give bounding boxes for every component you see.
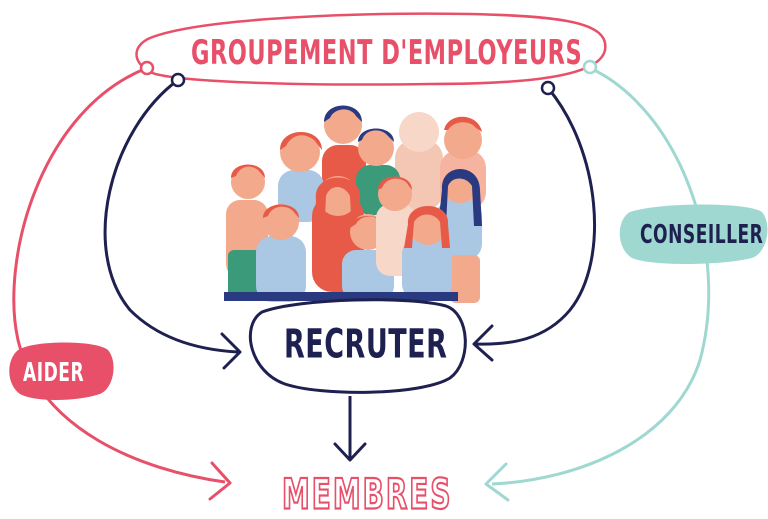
recruter-node-border xyxy=(248,298,467,394)
groupement-label: GROUPEMENT D'EMPLOYEURS xyxy=(191,32,583,73)
conseiller-arrowhead xyxy=(484,462,510,502)
recruter-edge-right xyxy=(475,87,596,346)
conseiller-label: CONSEILLER xyxy=(640,220,764,250)
aider-arrowhead xyxy=(208,461,232,501)
aider-badge xyxy=(9,342,114,400)
recruter-label: RECRUTER xyxy=(284,320,448,369)
conseiller-edge xyxy=(491,66,711,486)
recruter-edge-left xyxy=(103,78,239,354)
recruter-arrowhead-left xyxy=(220,332,242,370)
recruter-to-membres-arrowhead xyxy=(333,442,367,462)
conseiller-badge xyxy=(619,204,768,264)
membres-label: MEMBRES xyxy=(281,470,453,519)
recruter-arrowhead-right xyxy=(472,324,494,362)
aider-label: AIDER xyxy=(23,358,85,388)
people-illustration xyxy=(224,105,486,303)
aider-edge xyxy=(12,66,226,484)
